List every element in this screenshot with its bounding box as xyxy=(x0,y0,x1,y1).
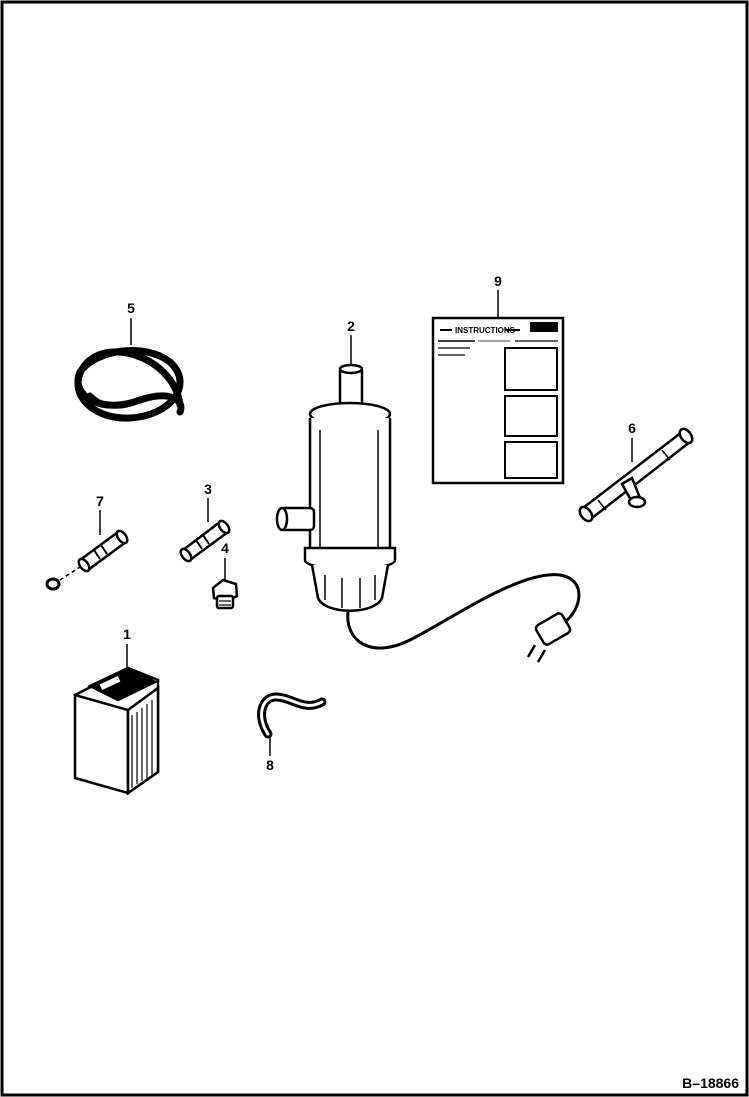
callout-3: 3 xyxy=(204,481,212,497)
callout-4: 4 xyxy=(221,540,229,556)
callout-2: 2 xyxy=(347,318,355,334)
callout-6: 6 xyxy=(628,420,636,436)
part-4-plug xyxy=(211,578,239,610)
instruction-sheet-heading: INSTRUCTIONS xyxy=(455,326,516,335)
callout-1: 1 xyxy=(123,626,131,642)
callout-7: 7 xyxy=(96,493,104,509)
part-9-instruction-sheet xyxy=(431,316,565,485)
part-7-o-ring xyxy=(45,566,81,591)
part-6-y-fitting xyxy=(578,427,694,523)
part-1-box xyxy=(73,666,160,796)
part-3-fitting xyxy=(179,519,231,563)
part-8-hose-highlight xyxy=(260,695,324,736)
callout-5: 5 xyxy=(127,300,135,316)
part-7-fitting xyxy=(77,529,129,573)
callout-8: 8 xyxy=(266,757,274,773)
figure-id: B–18866 xyxy=(682,1075,739,1091)
part-2-power-cord xyxy=(346,573,581,650)
part-5-hose-coil xyxy=(74,347,185,422)
part-2-heater xyxy=(275,363,397,612)
callout-9: 9 xyxy=(494,273,502,289)
part-8-short-hose xyxy=(257,692,327,739)
part-2-plug xyxy=(526,612,572,663)
